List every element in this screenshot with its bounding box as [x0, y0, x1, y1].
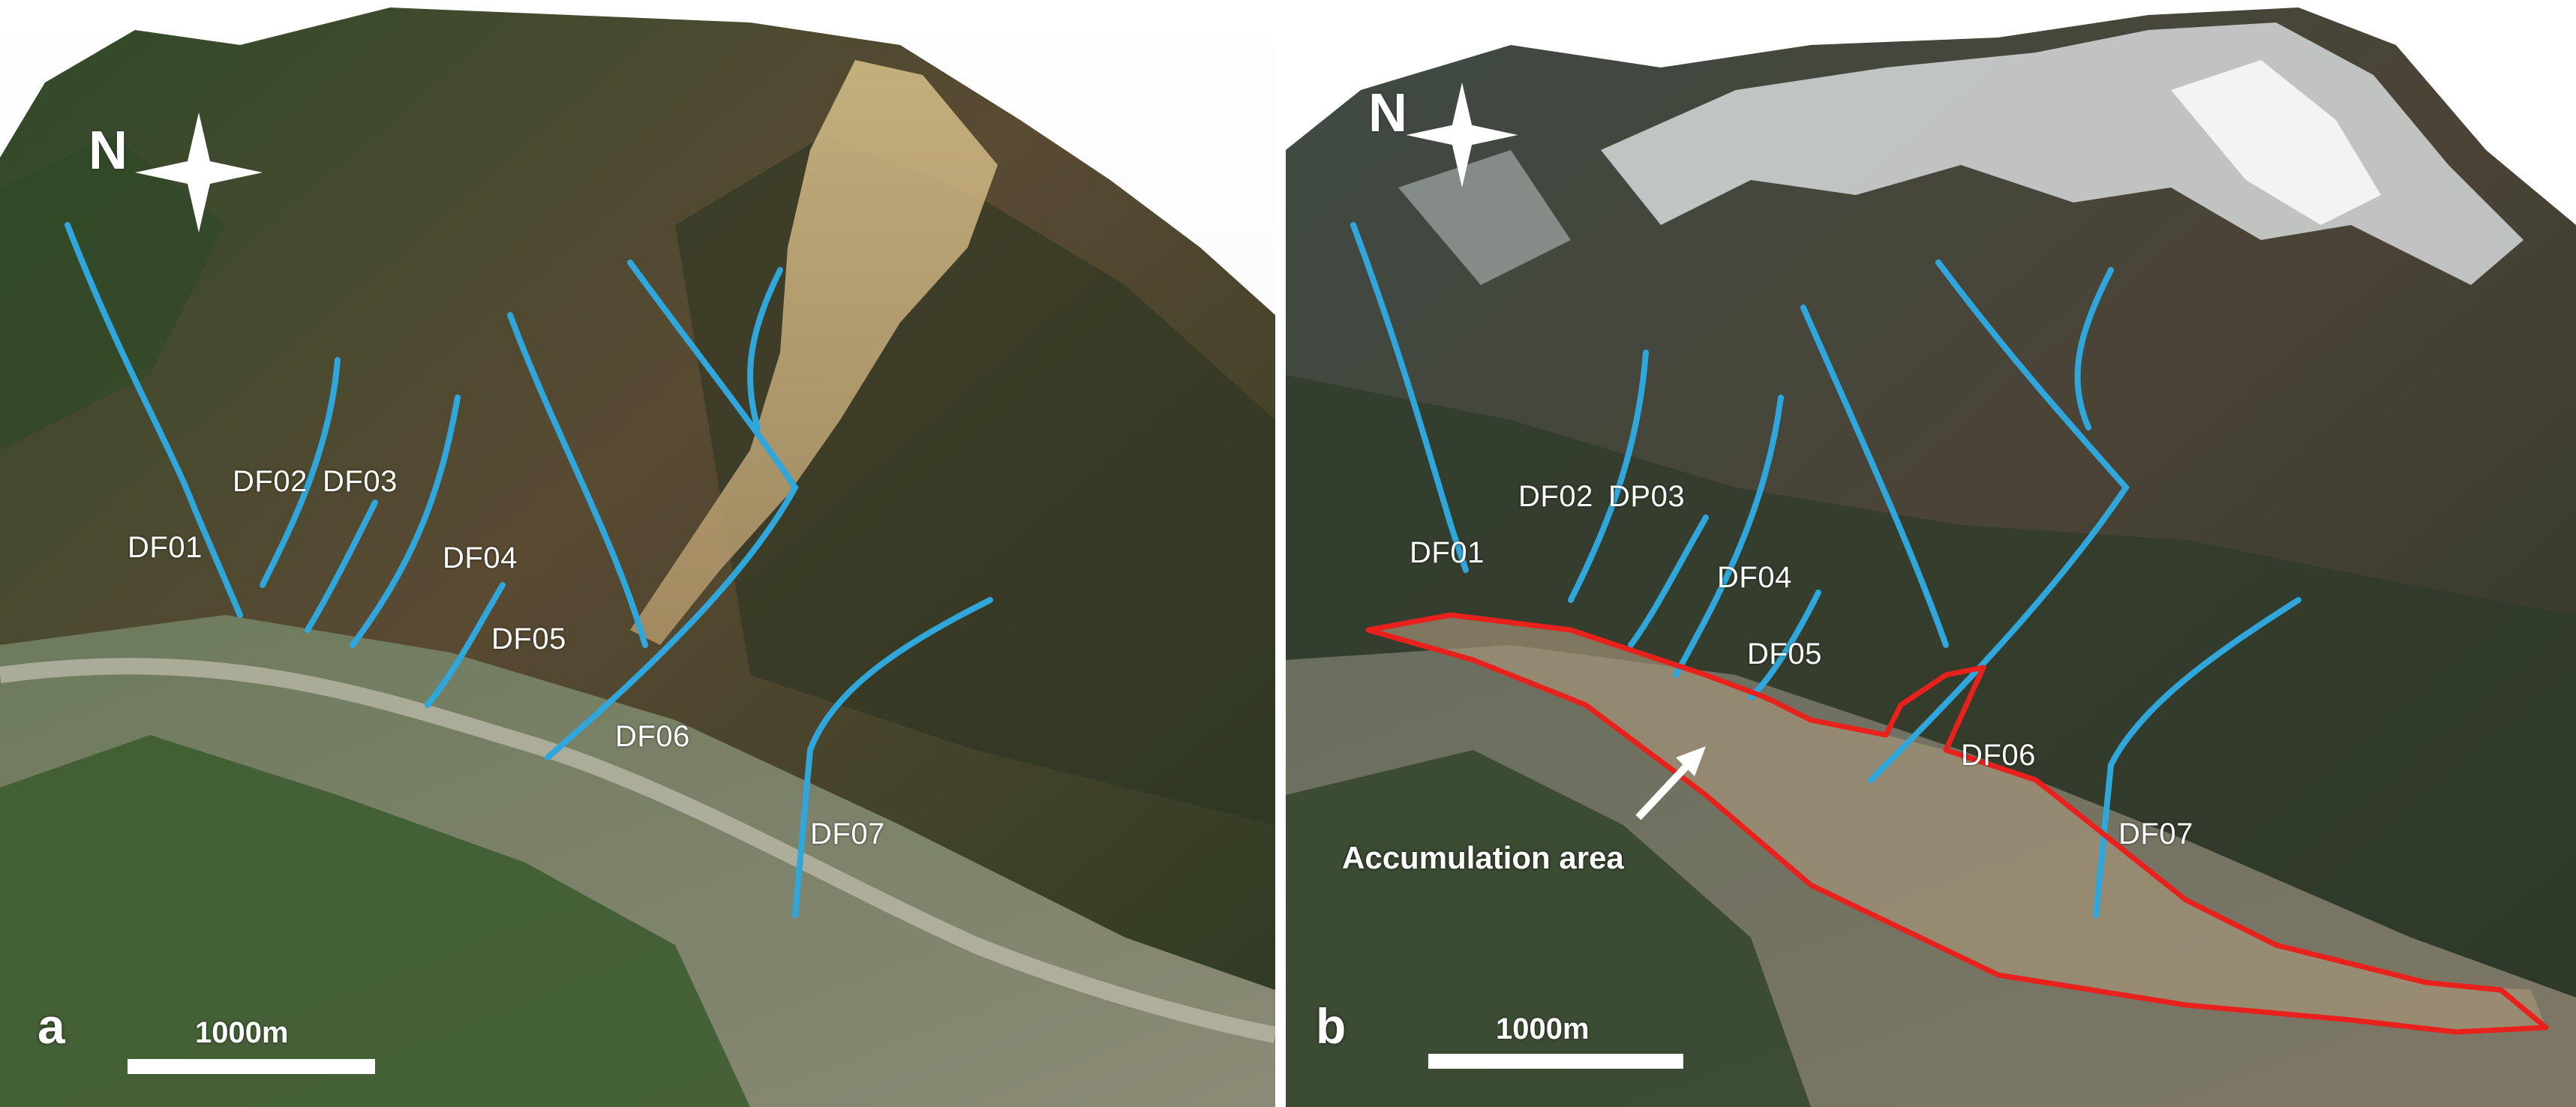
panel-a-summer-image: N DF01 DF02 DF03 DF04 DF05 DF06 DF07 a 1…	[0, 0, 1275, 1107]
north-arrow-label: N	[89, 121, 128, 181]
channel-line-df04	[350, 394, 461, 648]
label-dp03: DP03	[1608, 480, 1686, 513]
channel-line-df07	[792, 597, 993, 918]
scale-bar-b	[1428, 1054, 1683, 1069]
label-df05: DF05	[491, 622, 566, 656]
channel-line-df06-b	[1868, 260, 2130, 783]
label-df03: DF03	[323, 465, 398, 498]
label-df01: DF01	[128, 531, 203, 564]
scale-bar-label-a: 1000m	[195, 1016, 289, 1049]
label-df06: DF06	[1961, 739, 2036, 772]
label-df01: DF01	[1410, 536, 1485, 569]
panel-letter-a: a	[38, 998, 65, 1054]
label-df05: DF05	[1747, 638, 1822, 670]
label-df04: DF04	[443, 542, 518, 574]
north-star-icon	[1406, 82, 1518, 188]
panel-letter-b: b	[1316, 998, 1347, 1054]
panel-b-overlays	[1350, 222, 2549, 1035]
accumulation-arrow-head	[1676, 746, 1706, 776]
channel-line-df02	[260, 357, 341, 588]
label-df07: DF07	[810, 818, 885, 850]
north-star-icon	[135, 112, 263, 232]
label-df02: DF02	[1518, 480, 1593, 513]
channel-line-dp03	[1628, 514, 1709, 648]
label-df04: DF04	[1717, 561, 1792, 594]
scale-bar-a	[128, 1059, 375, 1074]
channel-line-df06-a	[1800, 304, 1949, 648]
panel-a-terrain	[0, 0, 1275, 1107]
channel-line-df05	[1748, 590, 1821, 700]
channel-line-df01	[1350, 222, 1469, 573]
label-df06: DF06	[615, 720, 690, 753]
panel-a-channel-lines	[65, 222, 993, 918]
channel-line-df05	[425, 582, 506, 708]
panel-divider	[1275, 0, 1286, 1107]
accumulation-arrow	[1635, 754, 1698, 820]
panel-b-terrain	[1286, 0, 2576, 1107]
scale-bar-label-b: 1000m	[1496, 1012, 1590, 1046]
accumulation-area-outline	[1365, 612, 2549, 1035]
channel-line-df06-c	[747, 267, 783, 430]
label-df07: DF07	[2118, 818, 2193, 850]
channel-line-df03	[305, 500, 378, 633]
north-arrow-label: N	[1368, 83, 1407, 143]
channel-line-df06-a	[507, 312, 648, 648]
channel-line-df06-c	[2074, 267, 2114, 430]
channel-line-df01	[65, 222, 243, 618]
channel-line-df02	[1568, 350, 1649, 603]
label-df02: DF02	[233, 465, 308, 498]
channel-line-df04	[1673, 394, 1784, 678]
channel-line-df06-b	[545, 260, 799, 760]
accumulation-area-label: Accumulation area	[1342, 840, 1624, 875]
channel-line-df07	[2093, 597, 2301, 918]
panel-b-winter-image: N DF01 DF02 DP03 DF04 DF05 DF06 DF07 Acc…	[1286, 0, 2576, 1107]
